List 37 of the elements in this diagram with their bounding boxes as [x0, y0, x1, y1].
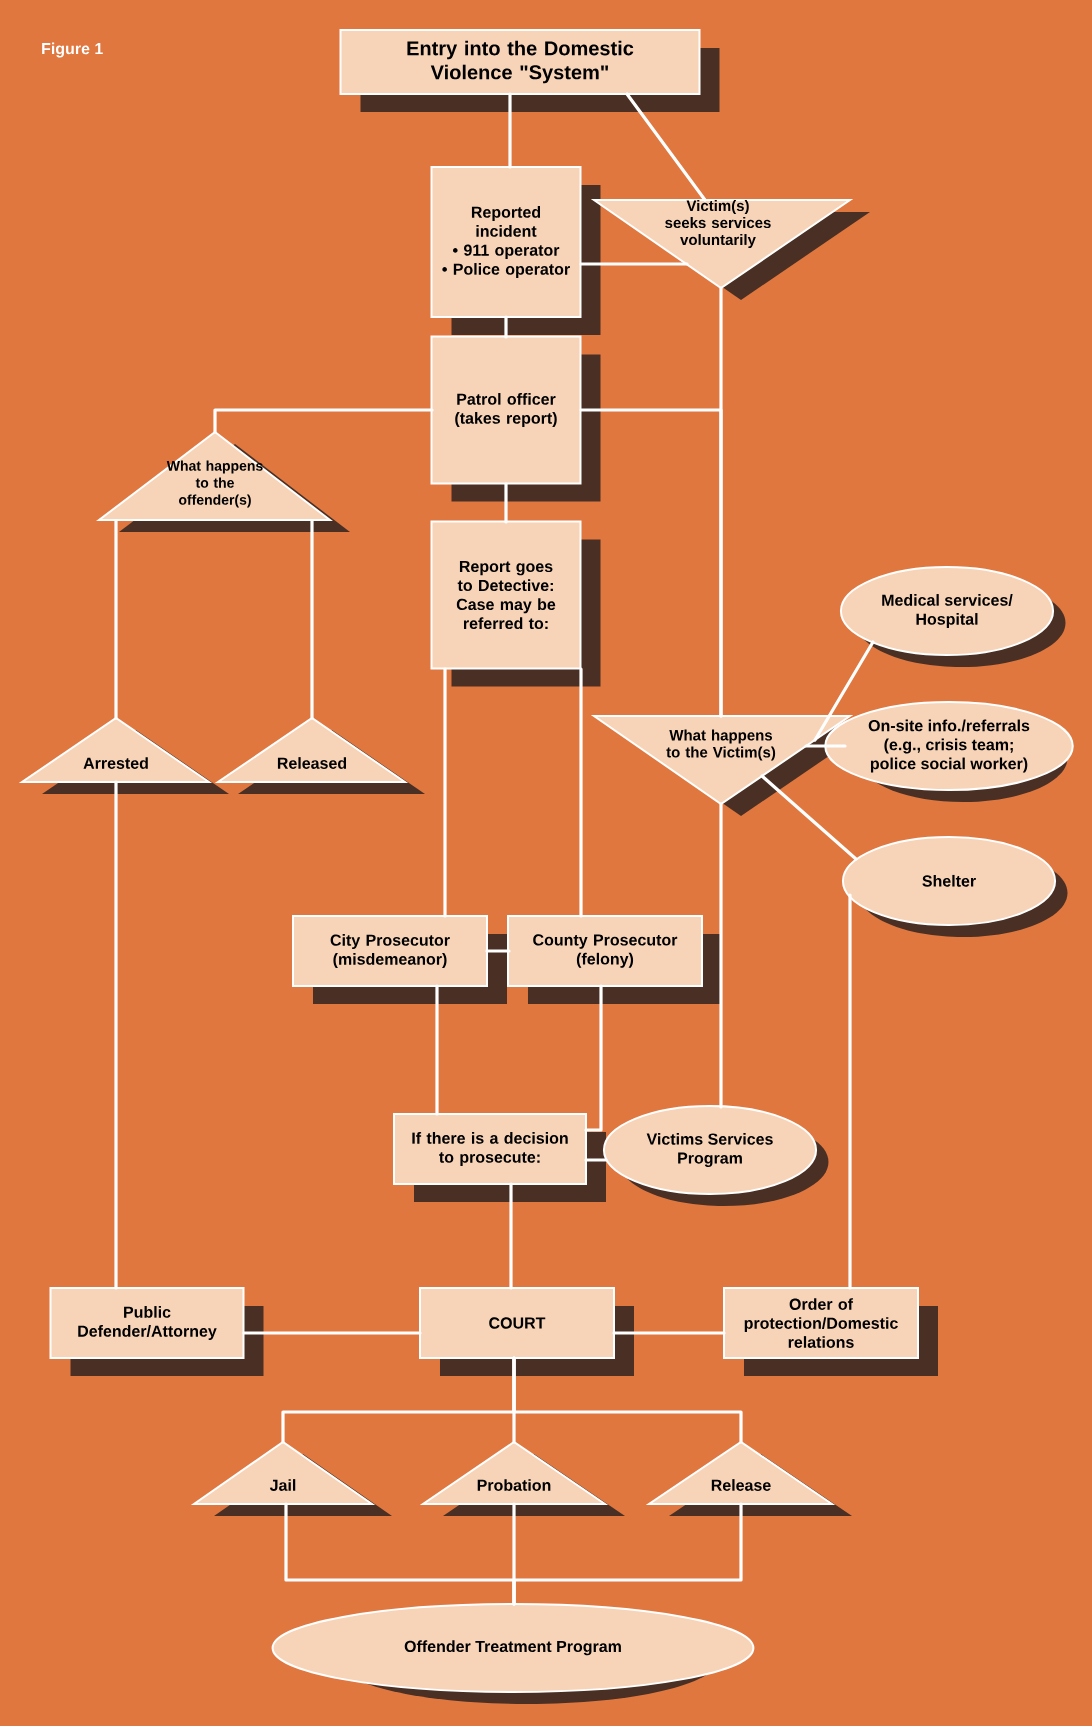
connector-line — [625, 92, 707, 202]
connector-line — [719, 802, 723, 1109]
process-box: COURT — [419, 1287, 634, 1376]
process-box: County Prosecutor (felony) — [507, 915, 722, 1004]
connector-line — [813, 640, 875, 742]
connector-line — [804, 744, 847, 748]
connector-line — [508, 92, 512, 169]
process-box: Order of protection/Domestic relations — [723, 1287, 938, 1376]
process-box: If there is a decision to prosecute: — [393, 1113, 606, 1202]
connector-line — [509, 1182, 513, 1290]
process-box: Report goes to Detective: Case may be referred to: — [430, 520, 601, 687]
process-box: City Prosecutor (misdemeanor) — [292, 915, 507, 1004]
connector-line — [310, 519, 314, 720]
connector-line — [579, 262, 689, 266]
connector-line — [114, 780, 118, 1290]
connector-line — [760, 774, 858, 861]
process-box: Public Defender/Attorney — [49, 1287, 264, 1376]
connector-line — [848, 893, 852, 1290]
node-label: Victim(s) — [686, 200, 749, 214]
connector-line — [504, 315, 508, 339]
process-box: Patrol officer (takes report) — [430, 335, 601, 502]
connector-line — [512, 1356, 743, 1444]
connector-line — [242, 1331, 422, 1335]
connector-line — [485, 949, 511, 953]
process-box: Reported incident • 911 operator • Police operator — [430, 166, 601, 335]
connector-line — [612, 1331, 726, 1335]
connector-line — [504, 482, 508, 524]
connector-line — [435, 984, 439, 1116]
connector-line — [213, 408, 434, 434]
connector-line — [443, 667, 447, 918]
connector-line — [584, 1158, 608, 1162]
connector-line — [579, 408, 723, 718]
figure-label: Figure 1 — [42, 42, 103, 58]
process-box: Entry into the Domestic Violence "System" — [339, 29, 720, 112]
connector-line — [584, 984, 603, 1132]
connector-line — [579, 667, 583, 918]
connector-line — [512, 1502, 743, 1606]
